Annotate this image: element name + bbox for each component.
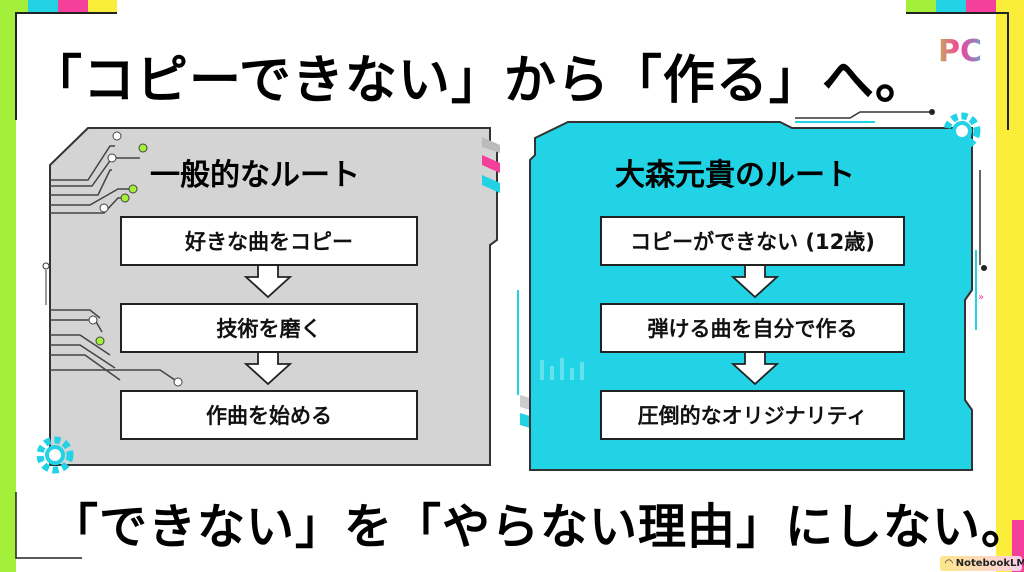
strip-pink-r — [966, 0, 996, 13]
strip-cyan-r — [936, 0, 966, 13]
svg-text:»: » — [978, 292, 984, 303]
right-panel-title: 大森元貴のルート — [615, 158, 855, 193]
strip-pink — [58, 0, 88, 13]
right-step-3: 圧倒的なオリジナリティ — [600, 390, 905, 440]
strip-cyan — [28, 0, 58, 13]
gear-icon — [36, 436, 74, 474]
left-step-2: 技術を磨く — [120, 303, 418, 353]
footer-message: 「できない」を「やらない理由」にしない。 — [50, 499, 1024, 555]
logo: PC — [925, 32, 995, 70]
headline: 「コピーできない」から「作る」へ。 — [30, 51, 928, 111]
strip-lime-r — [906, 0, 936, 13]
notebooklm-badge: ◠ NotebookLM — [940, 556, 1024, 571]
badge-label: NotebookLM — [955, 558, 1024, 569]
left-panel-shape — [49, 127, 498, 466]
left-panel-title: 一般的なルート — [150, 158, 360, 193]
right-panel-shape — [529, 121, 973, 471]
strip-yellow — [88, 0, 117, 13]
strip-yellow-r — [996, 0, 1024, 572]
notebooklm-icon: ◠ — [945, 558, 953, 569]
left-step-1: 好きな曲をコピー — [120, 216, 418, 266]
right-step-1: コピーができない (12歳) — [600, 216, 905, 266]
left-step-3: 作曲を始める — [120, 390, 418, 440]
right-step-2: 弾ける曲を自分で作る — [600, 303, 905, 353]
